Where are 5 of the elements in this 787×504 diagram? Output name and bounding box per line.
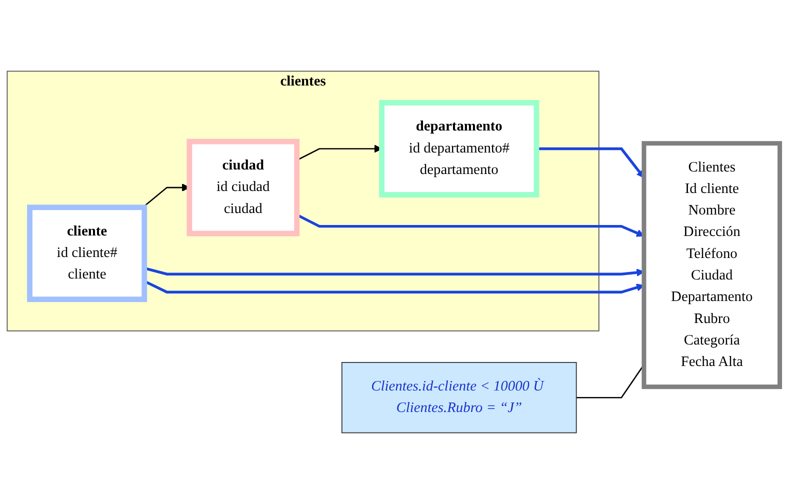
node-box: Clientes Id cliente Nombre Dirección Teléfono Ciudad Departamento Rubro Categoría Fecha Alta (642, 141, 782, 390)
node-box: cliente id cliente# cliente (27, 204, 148, 302)
node-box: Clientes.id-cliente < 10000 Ù Clientes.Rubro = “J” (341, 362, 577, 434)
node-box: ciudad id ciudad ciudad (186, 138, 300, 236)
node-box: departamento id departamento# departamento (379, 100, 540, 198)
